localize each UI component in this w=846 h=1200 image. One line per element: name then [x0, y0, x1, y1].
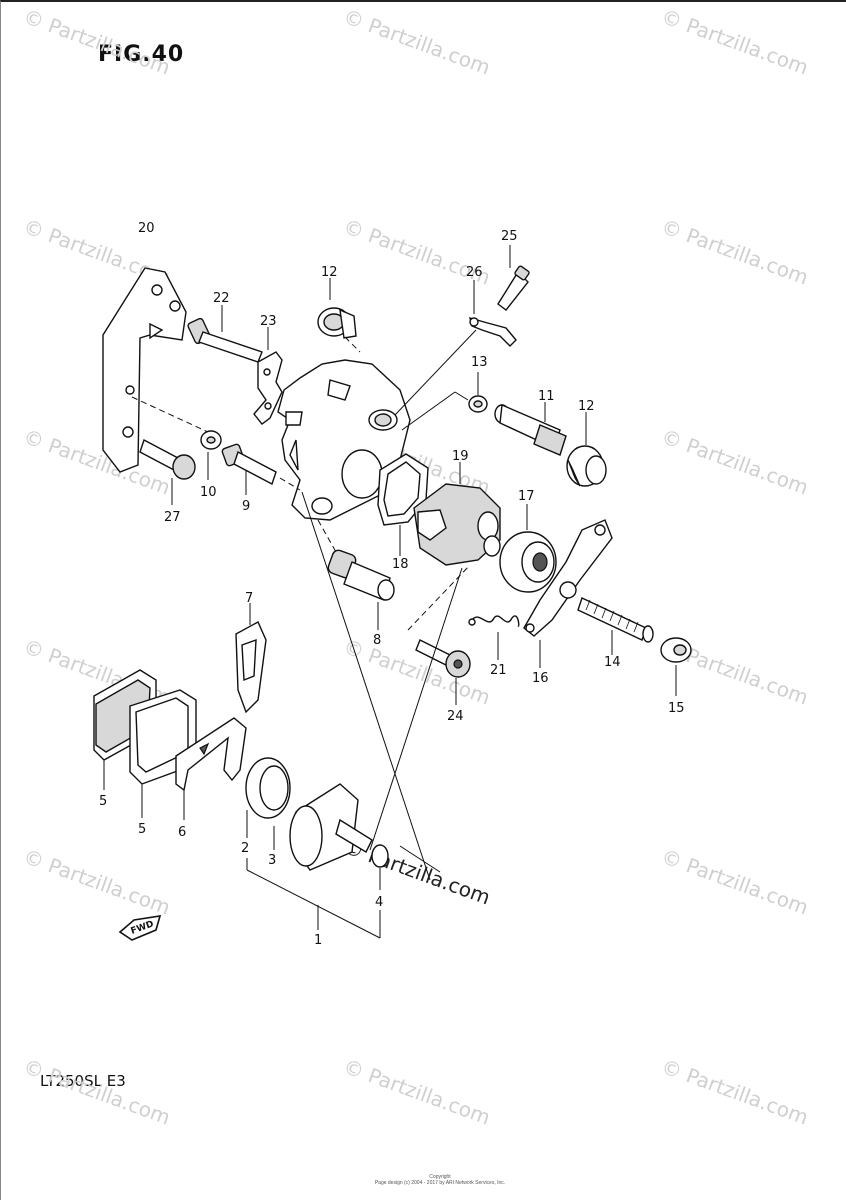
watermark: © Partzilla.com	[340, 634, 493, 709]
callout-27: 27	[164, 510, 181, 525]
watermark: © Partzilla.com	[20, 844, 173, 919]
watermark: © Partzilla.com	[20, 1054, 173, 1129]
part-16-lever	[523, 519, 613, 668]
part-15-nut	[660, 637, 692, 696]
footer-line-1: Copyright	[429, 1174, 451, 1180]
part-14-bolt	[577, 597, 654, 655]
callout-9: 9	[242, 499, 250, 514]
part-20-bracket	[102, 267, 209, 473]
footer-copyright: Copyright Page design (c) 2004 - 2017 by…	[340, 1174, 540, 1186]
callout-5b: 5	[138, 822, 146, 837]
model-label: LT250SL E3	[40, 1072, 126, 1090]
part-25-bleeder	[497, 245, 530, 311]
callout-24: 24	[447, 709, 464, 724]
part-8-pin	[317, 519, 395, 630]
part-27-bolt	[139, 438, 196, 505]
callout-21: 21	[490, 663, 507, 678]
callout-19: 19	[452, 449, 469, 464]
part-4-oring	[371, 844, 389, 890]
caliper-body	[277, 359, 411, 521]
assembly-leaders	[301, 491, 463, 881]
callout-11: 11	[538, 389, 555, 404]
part-6-plate	[175, 717, 247, 820]
callout-1: 1	[314, 933, 322, 948]
part-19-housing	[413, 462, 501, 566]
watermark: © Partzilla.com	[20, 424, 173, 499]
watermark: © Partzilla.com	[658, 424, 811, 499]
footer-line-2: Page design (c) 2004 - 2017 by ARI Netwo…	[374, 1180, 506, 1186]
part-13-washer	[401, 372, 488, 431]
part-7-shim	[235, 603, 267, 714]
part-2-seal	[245, 757, 291, 838]
watermark: © Partzilla.com	[340, 1054, 493, 1129]
callout-23: 23	[260, 314, 277, 329]
watermark: © Partzilla.com	[658, 844, 811, 919]
part-26-clip	[394, 280, 517, 416]
group-1-bracket	[246, 858, 381, 939]
part-9-pin	[221, 443, 301, 495]
watermark: © Partzilla.com	[658, 4, 811, 79]
watermark: © Partzilla.com	[658, 214, 811, 289]
watermark: © Partzilla.com	[20, 4, 173, 79]
part-22-bolt	[187, 305, 263, 363]
part-17-bearing	[483, 504, 557, 593]
callout-22: 22	[213, 291, 230, 306]
callout-20: 20	[138, 221, 155, 236]
part-10-washer	[200, 430, 222, 480]
part-11-pin	[494, 402, 567, 456]
watermark-layer: © Partzilla.com © Partzilla.com © Partzi…	[20, 4, 811, 1129]
callout-16: 16	[532, 671, 549, 686]
callout-3: 3	[268, 853, 276, 868]
callout-labels: 1 2 3 4 5 5 6 7 8 9 10 11 12 12 13 14 15…	[99, 221, 685, 948]
part-23-plate	[253, 327, 283, 425]
callout-8: 8	[373, 633, 381, 648]
callout-2: 2	[241, 841, 249, 856]
figure-title: FIG.40	[98, 42, 185, 67]
fwd-arrow: FWD	[118, 915, 162, 941]
part-24-bolt	[407, 564, 471, 705]
part-12-boot-top	[317, 278, 361, 353]
callout-5a: 5	[99, 794, 107, 809]
callout-6: 6	[178, 825, 186, 840]
part-3-piston	[273, 783, 373, 871]
callout-17: 17	[518, 489, 535, 504]
callout-12b: 12	[578, 399, 595, 414]
callout-10: 10	[200, 485, 217, 500]
callout-26: 26	[466, 265, 483, 280]
watermark: © Partzilla.com	[340, 4, 493, 79]
callout-14: 14	[604, 655, 621, 670]
part-12-boot-right	[566, 412, 607, 487]
callout-15: 15	[668, 701, 685, 716]
callout-25: 25	[501, 229, 518, 244]
callout-7: 7	[245, 591, 253, 606]
callout-4: 4	[375, 895, 383, 910]
watermark: © Partzilla.com	[658, 1054, 811, 1129]
callout-18: 18	[392, 557, 409, 572]
part-21-spring	[468, 615, 520, 660]
callout-12a: 12	[321, 265, 338, 280]
callout-13: 13	[471, 355, 488, 370]
